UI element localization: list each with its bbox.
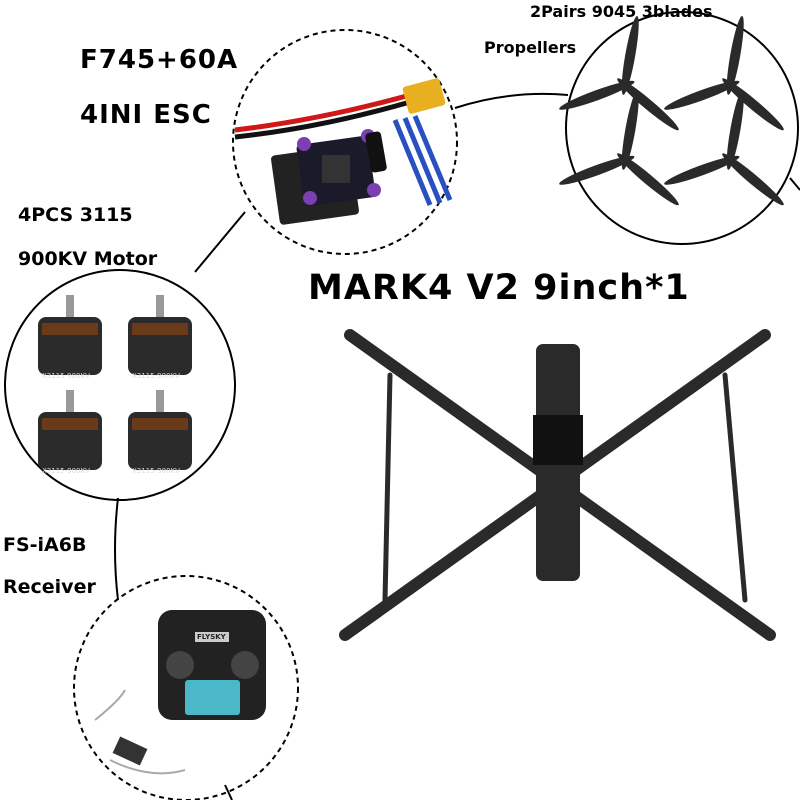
motor-marking: X3115-900KV: [132, 467, 180, 475]
motor-marking: X3115-900KV: [42, 372, 90, 380]
receiver-label-line1: FS-iA6B: [3, 534, 87, 556]
receiver-label-line2: Receiver: [3, 576, 96, 598]
propellers-circle: [565, 11, 799, 245]
motors-label-line1: 4PCS 3115: [18, 204, 133, 226]
esc-circle: [232, 29, 458, 255]
receiver-circle: [73, 575, 299, 800]
motors-circle: [4, 269, 236, 501]
frame-title: MARK4 V2 9inch*1: [308, 268, 690, 308]
motors-label-line2: 900KV Motor: [18, 248, 158, 270]
motor-marking: X3115-900KV: [132, 372, 180, 380]
esc-label-line1: F745+60A: [80, 45, 239, 75]
transmitter-image: [94, 610, 266, 775]
transmitter-brand: FLYSKY: [197, 633, 226, 641]
propellers-label-line2: Propellers: [484, 38, 577, 57]
motors-image: [38, 295, 192, 470]
esc-label-line2: 4INI ESC: [80, 100, 212, 130]
propellers-label-line1: 2Pairs 9045 3blades: [530, 2, 713, 21]
frame-image: [339, 329, 776, 641]
propellers-image: [559, 16, 784, 206]
connector-lines: [114, 92, 800, 800]
esc-image: [234, 78, 453, 225]
motor-marking: X3115-900KV: [42, 467, 90, 475]
